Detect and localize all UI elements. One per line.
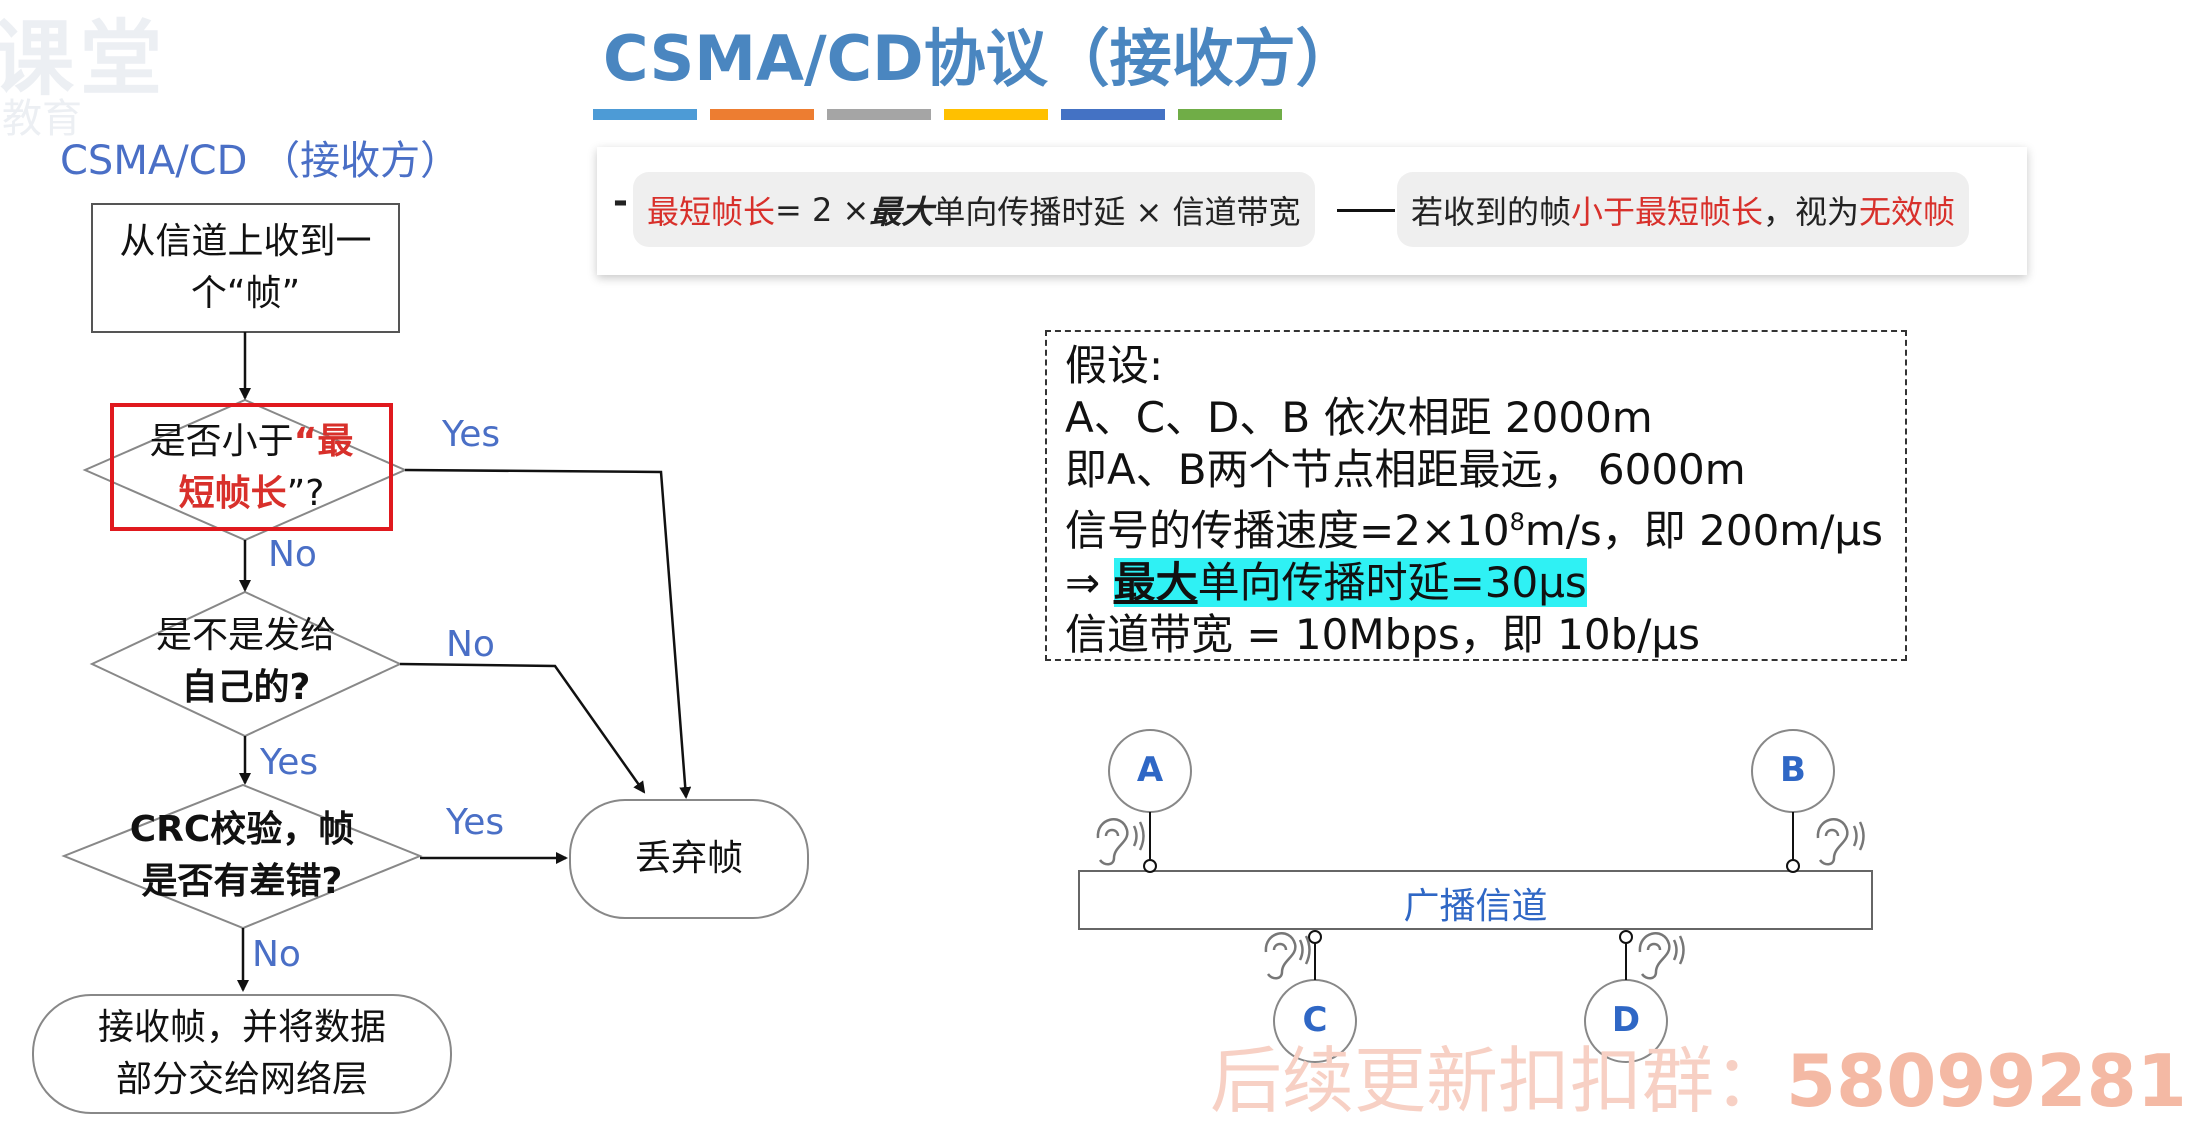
formula-pill: 最短帧长 = 2 × 最大单向传播时延 × 信道带宽 <box>633 172 1315 247</box>
label-no-min: No <box>268 534 317 575</box>
accept-box <box>32 994 452 1114</box>
color-bar-4 <box>944 109 1048 120</box>
label-no-crc: No <box>252 934 301 975</box>
ear-icon-a <box>1096 818 1145 866</box>
assumption-max-distance: 即A、B两个节点相距最远， 6000m <box>1065 445 1746 494</box>
label-yes-crc: Yes <box>446 802 505 843</box>
network-diagram <box>1078 729 1873 1063</box>
node-c-label: C <box>1302 1000 1328 1040</box>
discard-box <box>569 799 809 919</box>
color-bar-5 <box>1061 109 1165 120</box>
arrow-check1-to-discard <box>404 468 692 799</box>
watermark-top-title: 课堂 <box>0 12 169 107</box>
accept-text: 接收帧，并将数据部分交给网络层 <box>97 1007 386 1100</box>
ear-icon-d <box>1638 932 1685 980</box>
watermark-bottom: 后续更新扣扣群：58099281 <box>1210 1039 2187 1123</box>
highlight-box <box>110 403 393 531</box>
node-b-label: B <box>1780 750 1806 790</box>
ear-icon-c <box>1264 932 1311 980</box>
rule-pill: 若收到的帧小于最短帧长，视为无效帧 <box>1397 172 1970 247</box>
assumption-bandwidth: 信道带宽 = 10Mbps，即 10b/μs <box>1065 610 1700 659</box>
formula-dash: - <box>613 181 628 222</box>
start-text: 从信道上收到一个“帧” <box>119 221 372 314</box>
color-bar-6 <box>1178 109 1282 120</box>
connector-line <box>1337 209 1395 212</box>
label-yes-self: Yes <box>260 742 319 783</box>
node-d-label: D <box>1611 1000 1641 1040</box>
color-bar-1 <box>593 109 697 120</box>
flowchart-diagram <box>32 203 809 1114</box>
label-no-self: No <box>446 624 495 665</box>
formula-panel: - 最短帧长 = 2 × 最大单向传播时延 × 信道带宽 若收到的帧小于最短帧长… <box>597 147 2027 275</box>
channel-label: 广播信道 <box>1403 886 1548 927</box>
arrow-check2-to-discard <box>399 662 646 794</box>
broadcast-channel <box>1078 870 1873 930</box>
ear-icon-b <box>1816 818 1865 866</box>
assumption-box: 假设: A、C、D、B 依次相距 2000m 即A、B两个节点相距最远， 600… <box>1045 330 1907 661</box>
slide: 课堂 教育 CSMA/CD协议（接收方） CSMA/CD （接收方） <box>0 12 2187 1123</box>
discard-text: 丢弃帧 <box>634 838 743 879</box>
assumption-heading: 假设: <box>1065 341 1164 390</box>
start-box <box>91 203 400 333</box>
assumption-distance: A、C、D、B 依次相距 2000m <box>1065 393 1653 442</box>
color-bar-3 <box>827 109 931 120</box>
watermark-top-subtitle: 教育 <box>2 96 82 142</box>
page-title: CSMA/CD协议（接收方） <box>603 22 1358 95</box>
node-a-label: A <box>1136 750 1164 790</box>
color-bar-2 <box>710 109 814 120</box>
assumption-speed: 信号的传播速度=2×108m/s，即 200m/μs <box>1065 506 1883 555</box>
check-min-text: 是否小于“最 短帧长”? <box>149 421 354 514</box>
flowchart-title: CSMA/CD （接收方） <box>60 138 461 184</box>
check-crc-text: CRC校验，帧是否有差错? <box>129 809 355 902</box>
label-yes-min: Yes <box>442 414 501 455</box>
assumption-delay: ⇒ 最大单向传播时延=30μs <box>1065 558 1587 607</box>
check-self-text: 是不是发给自己的? <box>155 615 336 708</box>
